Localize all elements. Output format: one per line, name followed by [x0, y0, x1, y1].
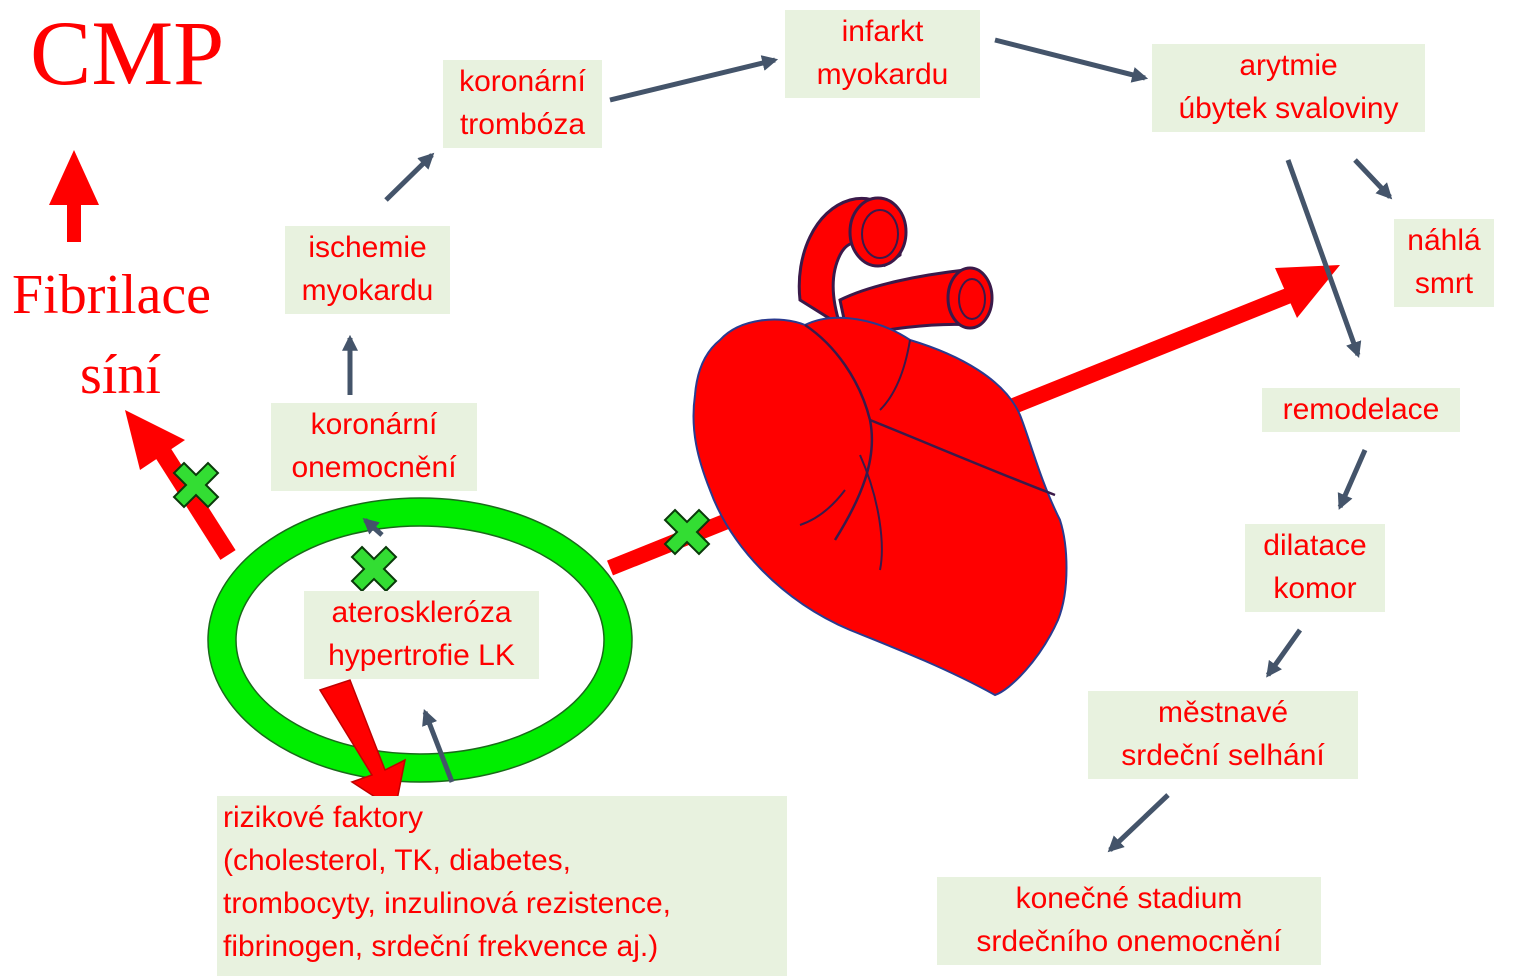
- node-text: fibrinogen, srdeční frekvence aj.): [223, 925, 787, 968]
- node-text: ateroskleróza: [304, 591, 539, 634]
- node-nahla-smrt: náhlá smrt: [1394, 219, 1494, 307]
- node-text: myokardu: [785, 53, 980, 96]
- node-text: náhlá: [1394, 219, 1494, 262]
- node-text: dilatace: [1245, 524, 1385, 567]
- node-konecne-stadium: konečné stadium srdečního onemocnění: [937, 877, 1321, 965]
- node-text: komor: [1245, 567, 1385, 610]
- red-arrow-to-fibrilace: [125, 410, 228, 555]
- node-ischemie-myokardu: ischemie myokardu: [285, 226, 450, 314]
- node-ateroskleroza: ateroskleróza hypertrofie LK: [304, 591, 539, 679]
- node-text: myokardu: [285, 269, 450, 312]
- node-arytmie: arytmie úbytek svaloviny: [1152, 44, 1425, 132]
- node-text: smrt: [1394, 262, 1494, 305]
- node-text: srdečního onemocnění: [937, 920, 1321, 963]
- node-remodelace: remodelace: [1262, 388, 1460, 432]
- node-koronarni-onemocneni: koronární onemocnění: [271, 403, 477, 491]
- node-text: hypertrofie LK: [304, 634, 539, 677]
- sini-label: síní: [80, 342, 161, 408]
- node-text: úbytek svaloviny: [1152, 87, 1425, 130]
- node-text: koronární: [271, 403, 477, 446]
- node-text: koronární: [443, 60, 602, 103]
- node-rizikove-faktory: rizikové faktory (cholesterol, TK, diabe…: [217, 796, 787, 976]
- node-koronarni-tromboza: koronární trombóza: [443, 60, 602, 148]
- node-text: trombocyty, inzulinová rezistence,: [223, 882, 787, 925]
- node-text: trombóza: [443, 103, 602, 146]
- heart-illustration: [693, 198, 1066, 695]
- fibrilace-label: Fibrilace: [12, 262, 211, 328]
- cross-ateroskleroza: [352, 547, 396, 591]
- node-text: rizikové faktory: [223, 796, 787, 839]
- node-text: (cholesterol, TK, diabetes,: [223, 839, 787, 882]
- node-text: onemocnění: [271, 446, 477, 489]
- node-mestnave-selhani: městnavé srdeční selhání: [1088, 691, 1358, 779]
- node-dilatace-komor: dilatace komor: [1245, 524, 1385, 612]
- node-text: remodelace: [1262, 388, 1460, 431]
- node-infarkt-myokardu: infarkt myokardu: [785, 10, 980, 98]
- node-text: arytmie: [1152, 44, 1425, 87]
- red-arrow-to-cmp: [49, 150, 99, 242]
- node-text: srdeční selhání: [1088, 734, 1358, 777]
- node-text: konečné stadium: [937, 877, 1321, 920]
- node-text: infarkt: [785, 10, 980, 53]
- node-text: ischemie: [285, 226, 450, 269]
- cmp-label: CMP: [30, 0, 224, 108]
- node-text: městnavé: [1088, 691, 1358, 734]
